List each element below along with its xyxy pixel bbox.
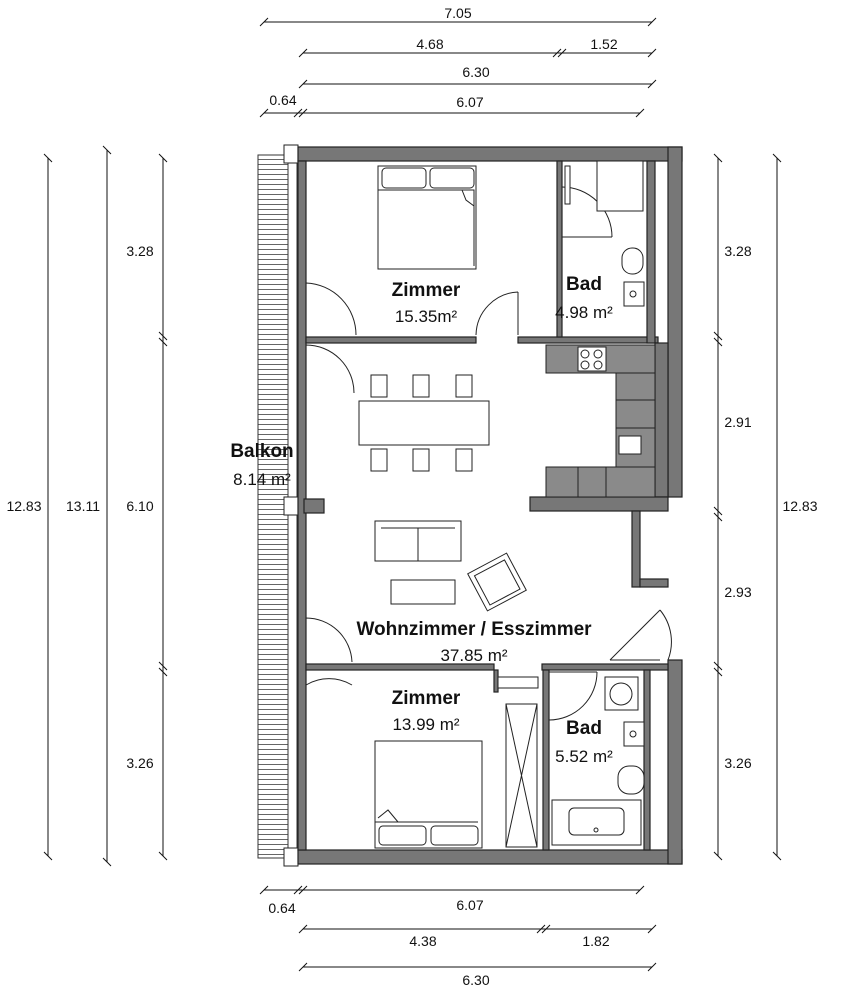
dim-bottom-net: 6.07 <box>456 897 483 913</box>
armchair <box>467 552 527 612</box>
dim-right-hall: 2.93 <box>724 584 751 600</box>
dim-right-kitchen: 2.91 <box>724 414 751 430</box>
room-name-wohnzimmer: Wohnzimmer / Esszimmer <box>356 619 592 640</box>
dim-top-bath: 1.52 <box>590 36 617 52</box>
room-area-balkon: 8.14 m² <box>233 470 291 489</box>
room-name-zimmer-top: Zimmer <box>392 280 461 301</box>
dim-bottom-inner: 6.30 <box>462 972 489 988</box>
dim-right-outer: 12.83 <box>782 498 817 514</box>
dim-bottom-rooms: 4.38 <box>409 933 436 949</box>
dim-bottom-balcony: 0.64 <box>268 900 295 916</box>
dim-left-living: 6.10 <box>126 498 153 514</box>
kitchen-counters <box>545 344 656 498</box>
bathroom-fixtures-top <box>564 160 645 307</box>
dim-left-top-room: 3.28 <box>126 243 153 259</box>
dining-set <box>358 374 490 472</box>
room-name-bad-top: Bad <box>566 274 602 295</box>
room-area-bad-bottom: 5.52 m² <box>555 747 613 766</box>
doors <box>305 186 672 730</box>
top-dimensions <box>259 17 657 118</box>
dim-top-inner: 6.30 <box>462 64 489 80</box>
balcony-post <box>283 496 299 516</box>
sofa <box>374 520 462 562</box>
right-dimensions <box>713 153 782 861</box>
dim-top-rooms: 4.68 <box>416 36 443 52</box>
balcony-post <box>283 144 299 164</box>
dim-top-total: 7.05 <box>444 5 471 21</box>
dim-right-top-room: 3.28 <box>724 243 751 259</box>
room-name-bad-bottom: Bad <box>566 718 602 739</box>
balcony-post <box>283 847 299 867</box>
dim-top-net: 6.07 <box>456 94 483 110</box>
room-name-zimmer-bottom: Zimmer <box>392 688 461 709</box>
left-dimensions <box>43 145 168 867</box>
balcony-deck <box>257 154 289 859</box>
dim-bottom-bath: 1.82 <box>582 933 609 949</box>
dim-left-bottom-room: 3.26 <box>126 755 153 771</box>
walls <box>297 146 683 865</box>
room-area-wohnzimmer: 37.85 m² <box>440 646 507 665</box>
bathroom-fixtures-bottom <box>551 676 645 846</box>
dim-right-bottom-room: 3.26 <box>724 755 751 771</box>
room-area-zimmer-bottom: 13.99 m² <box>392 715 459 734</box>
bottom-dimensions <box>259 885 657 972</box>
dim-left-outer: 12.83 <box>6 498 41 514</box>
double-bed-bottom <box>374 740 483 849</box>
coffee-table <box>390 579 456 605</box>
double-bed-top <box>377 165 477 270</box>
dim-top-balcony: 0.64 <box>269 92 296 108</box>
wardrobe <box>505 703 538 848</box>
room-area-bad-top: 4.98 m² <box>555 303 613 322</box>
room-area-zimmer-top: 15.35m² <box>395 307 458 326</box>
dim-left-total: 13.11 <box>66 498 100 514</box>
room-name-balkon: Balkon <box>230 441 293 462</box>
